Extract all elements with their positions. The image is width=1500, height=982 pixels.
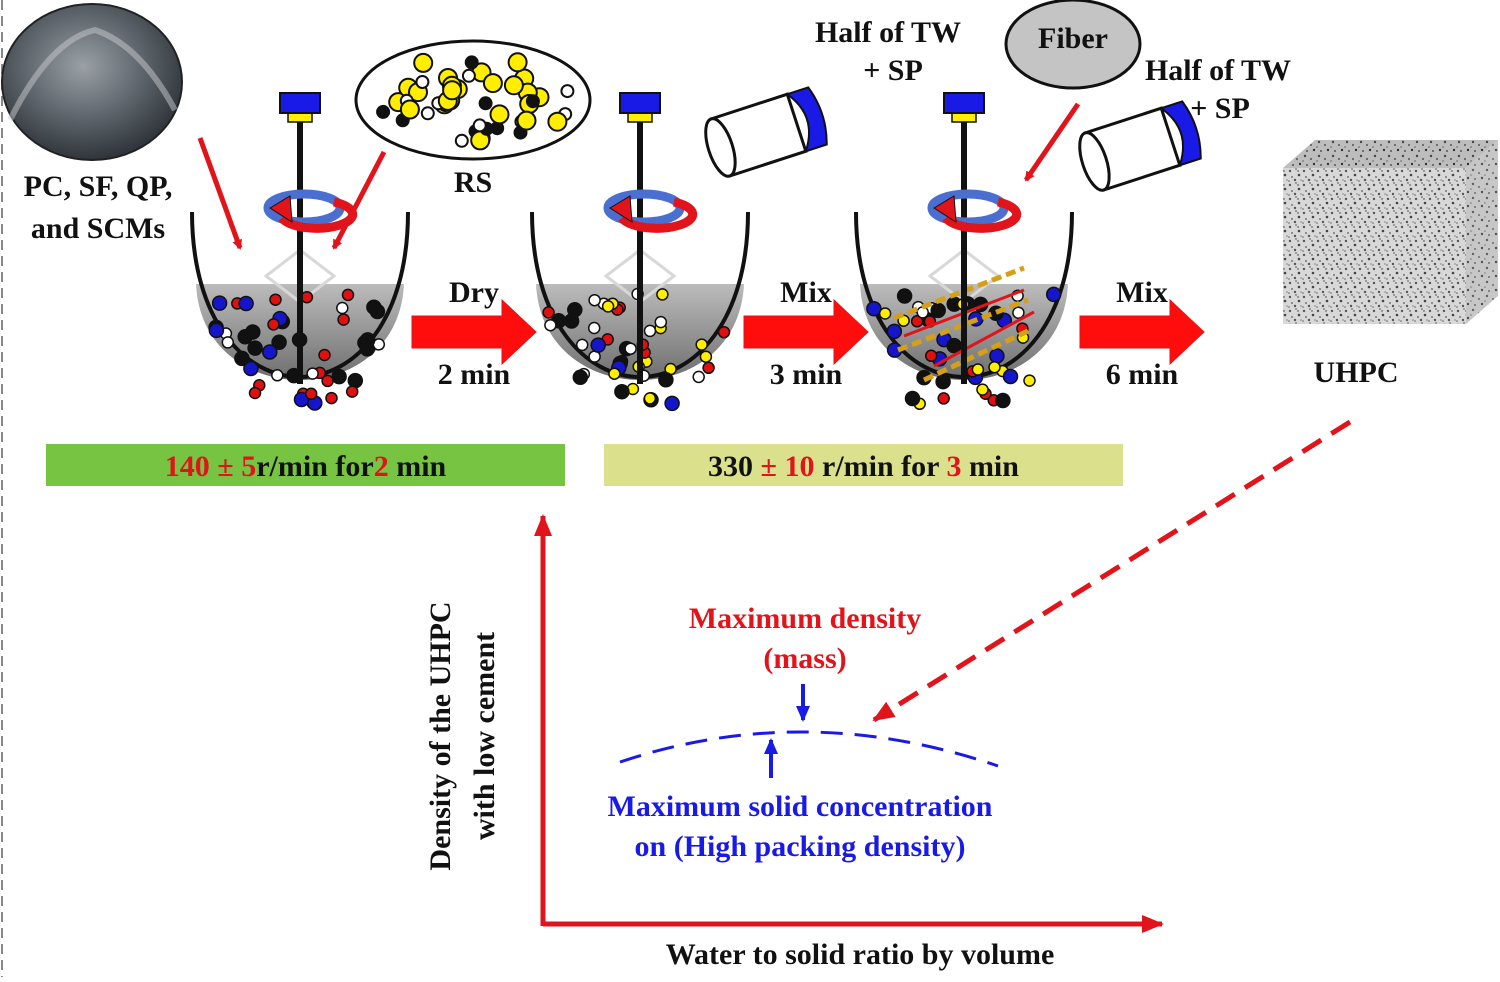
process-arrow-1: Dry 2 min	[411, 276, 537, 391]
process-arrow-2: Mix 3 min	[743, 276, 869, 391]
water-cup-icon-2	[1078, 100, 1202, 192]
step-action-3: Mix	[1116, 276, 1168, 309]
fiber-icon	[1004, 0, 1142, 90]
powder-icon	[1, 3, 183, 161]
step-duration-1: 2 min	[438, 358, 511, 391]
max-density-label-1: Maximum density	[689, 602, 922, 635]
mixer-bowl-1	[190, 92, 410, 411]
sand-icon	[354, 39, 592, 161]
speed-bar-2: 330 ± 10 r/min for 3 min	[604, 444, 1123, 486]
max-density-label-2: (mass)	[763, 642, 846, 675]
water-label-1-line-2: + SP	[863, 54, 923, 87]
y-axis-label-2: with low cement	[468, 632, 501, 840]
speed-bar-text-1: 140 ± 5r/min for2 min	[165, 450, 447, 483]
step-action-2: Mix	[780, 276, 832, 309]
step-duration-3: 6 min	[1106, 358, 1179, 391]
uhpc-label: UHPC	[1314, 356, 1399, 389]
speed-bar-text-2: 330 ± 10 r/min for 3 min	[708, 450, 1019, 483]
powder-feed-arrow	[197, 137, 243, 250]
process-arrow-3: Mix 6 min	[1079, 276, 1205, 391]
water-label-2-line-1: Half of TW	[1145, 54, 1291, 87]
x-axis-label: Water to solid ratio by volume	[666, 938, 1055, 971]
sand-feed-arrow	[331, 150, 387, 250]
water-label-1-line-1: Half of TW	[815, 16, 961, 49]
step-action-1: Dry	[449, 276, 499, 309]
step-duration-2: 3 min	[770, 358, 843, 391]
water-cup-icon	[704, 86, 828, 178]
speed-bar-1: 140 ± 5r/min for2 min	[46, 444, 565, 486]
y-axis-label-1: Density of the UHPC	[424, 601, 457, 870]
powder-label-1: PC, SF, QP,	[24, 170, 173, 203]
sand-label: RS	[454, 166, 492, 199]
uhpc-cube-icon	[1283, 140, 1498, 324]
max-solid-label-2: on (High packing density)	[635, 830, 966, 863]
powder-label-2: and SCMs	[31, 212, 165, 245]
max-solid-label-1: Maximum solid concentration	[608, 790, 993, 823]
packing-curve	[619, 730, 999, 768]
mixer-bowl-2	[530, 92, 750, 412]
mixer-bowl-3	[854, 92, 1074, 411]
fiber-feed-arrow	[1023, 102, 1081, 182]
uhpc-to-graph-arrow	[872, 419, 1352, 723]
density-graph: Water to solid ratio by volume Density o…	[424, 419, 1352, 971]
water-label-2-line-2: + SP	[1190, 92, 1250, 125]
fiber-label: Fiber	[1038, 22, 1108, 55]
